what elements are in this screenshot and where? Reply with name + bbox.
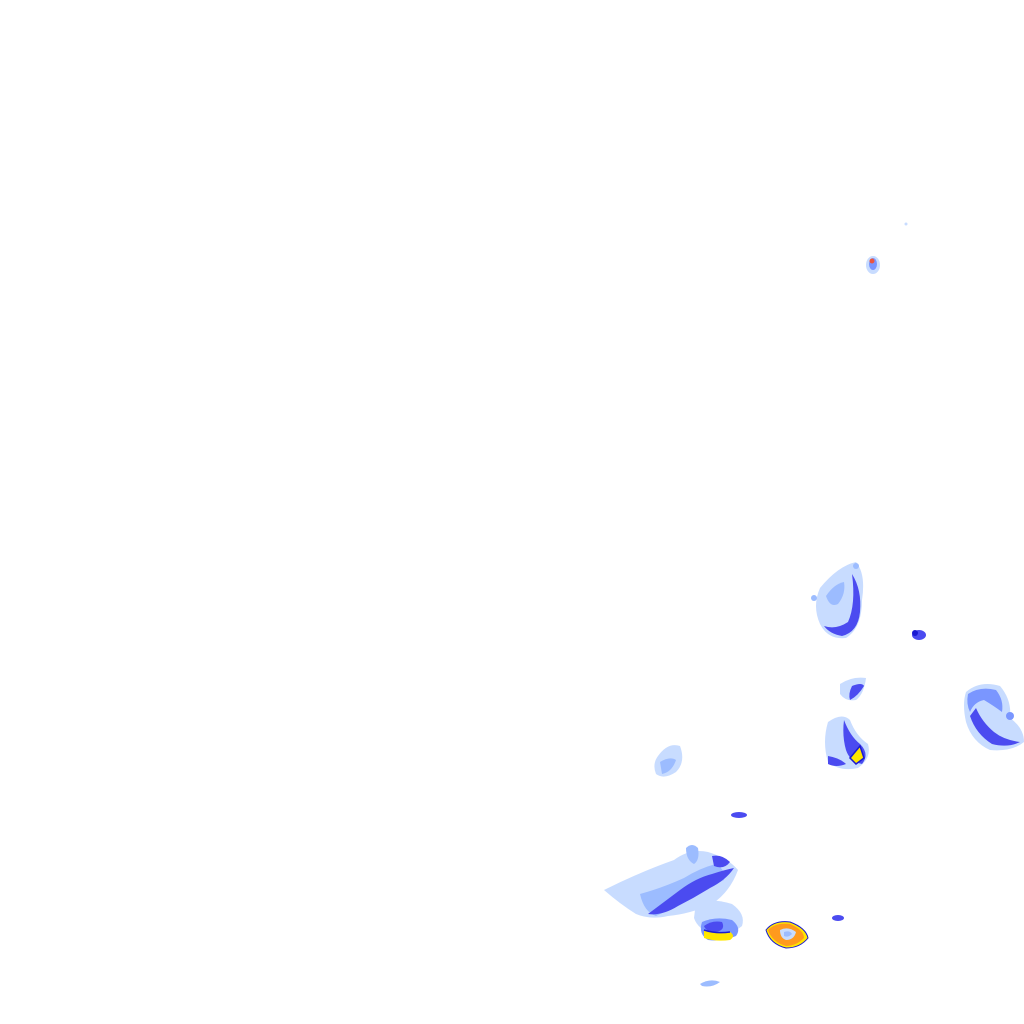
cell-south-west-cluster	[604, 845, 844, 987]
cell-far-east	[964, 684, 1024, 751]
cell-east-ring	[811, 562, 864, 639]
cell-south-yellow	[700, 918, 739, 941]
cell-south-orange	[765, 921, 809, 949]
cell-isolated-north	[866, 222, 908, 274]
cell-central-east	[825, 677, 869, 770]
cell-west-small	[654, 745, 747, 818]
cell-east-small	[912, 630, 926, 640]
